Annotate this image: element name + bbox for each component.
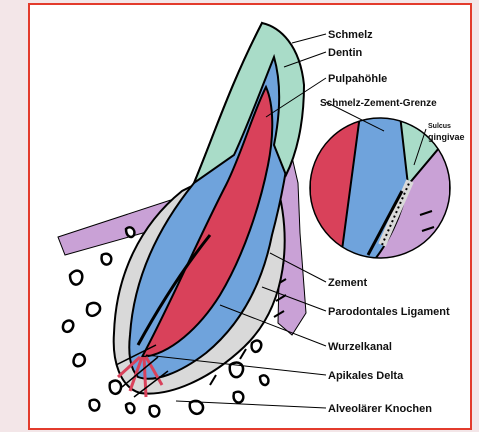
label-schmelz-zement-grenze: Schmelz-Zement-Grenze <box>320 98 437 109</box>
dentin <box>129 23 293 379</box>
tooth-anatomy-figure: Schmelz Dentin Pulpahöhle Schmelz-Zement… <box>28 3 472 430</box>
label-gingiva: gingivae <box>428 132 465 142</box>
label-dentin: Dentin <box>328 47 363 59</box>
label-schmelz: Schmelz <box>328 29 373 41</box>
label-parodontales-ligament: Parodontales Ligament <box>328 306 450 318</box>
label-sulcus: Sulcus <box>428 123 451 130</box>
label-zement: Zement <box>328 277 367 289</box>
label-apikales-delta: Apikales Delta <box>328 370 404 382</box>
label-wurzelkanal: Wurzelkanal <box>328 341 392 353</box>
label-alveolaerer-knochen: Alveolärer Knochen <box>328 403 432 415</box>
label-pulpahoehle: Pulpahöhle <box>328 73 387 85</box>
tooth-diagram: Schmelz Dentin Pulpahöhle Schmelz-Zement… <box>30 5 472 430</box>
